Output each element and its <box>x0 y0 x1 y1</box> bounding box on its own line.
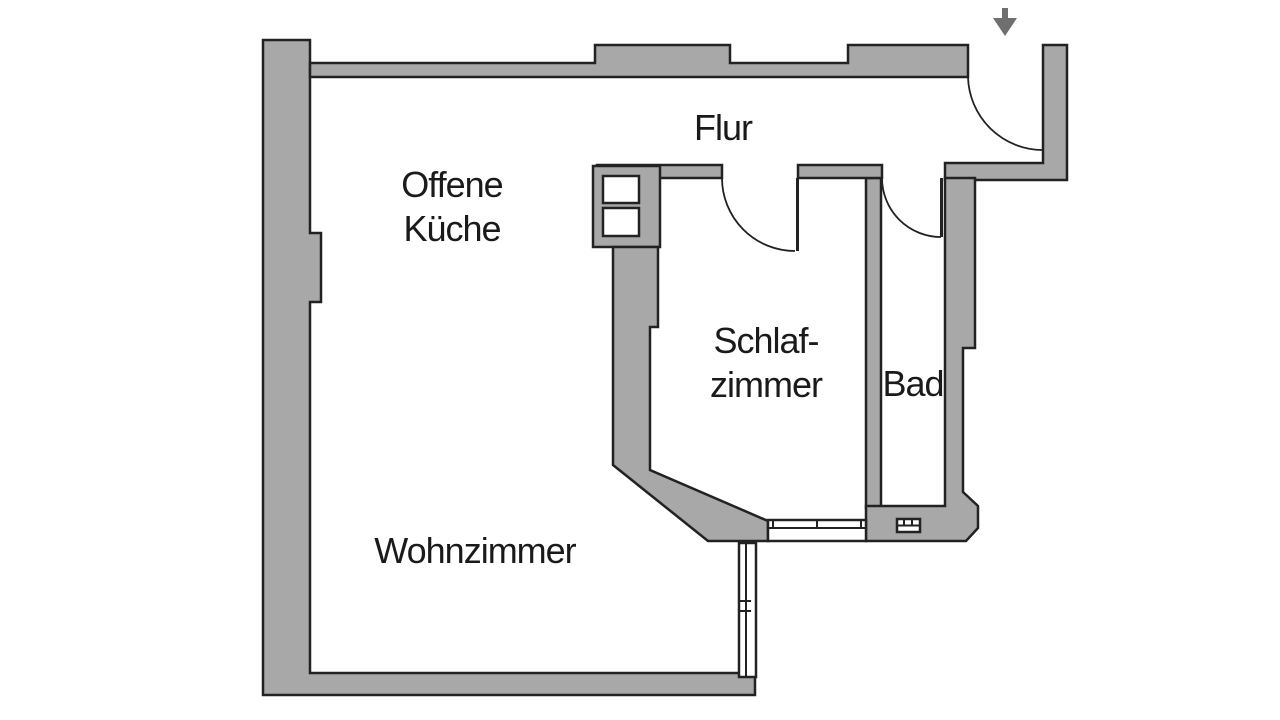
wall-left-and-bottom <box>261 38 757 697</box>
wall-bath-right-and-south <box>864 176 980 543</box>
door-arc-bedroom <box>721 177 796 252</box>
wall-bedroom-west-diagonal <box>611 245 770 543</box>
window-bath-south <box>895 517 922 534</box>
window-living-east <box>737 541 758 679</box>
duct-shaft-2 <box>601 206 641 238</box>
entrance-arrow-icon <box>993 8 1017 36</box>
wall-bedroom-bath-divider <box>864 176 883 510</box>
duct-shaft-1 <box>601 174 641 205</box>
door-arc-entrance <box>967 76 1044 151</box>
wall-top <box>308 43 970 79</box>
wall-bedroom-top-right <box>796 163 884 180</box>
door-arc-bath <box>881 177 942 238</box>
window-bedroom-south <box>766 518 868 543</box>
